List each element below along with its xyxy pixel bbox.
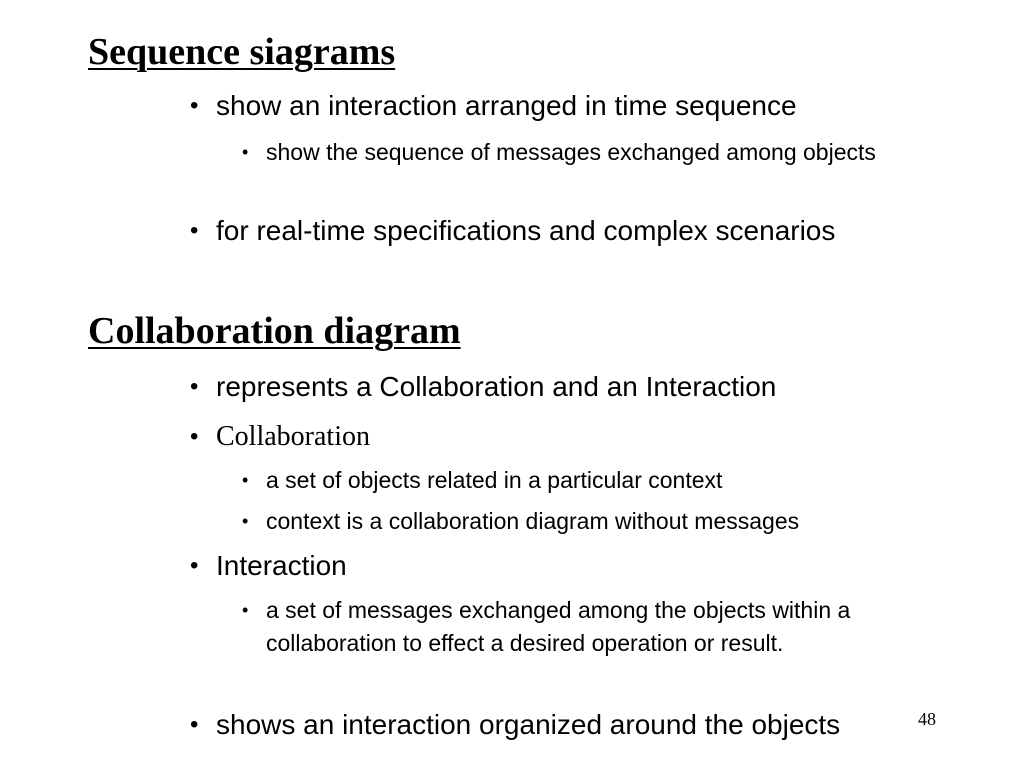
bullet-icon: •	[242, 470, 249, 490]
bullet-text: a set of messages exchanged among the ob…	[266, 597, 851, 656]
bullet-icon: •	[242, 142, 249, 162]
bullet-text: Collaboration	[216, 421, 370, 452]
bullet-represents: • represents a Collaboration and an Inte…	[190, 368, 930, 406]
heading-sequence-diagrams: Sequence siagrams	[88, 31, 396, 73]
bullet-icon: •	[190, 552, 199, 579]
bullet-interaction: • Interaction	[190, 547, 930, 585]
bullet-text: show the sequence of messages exchanged …	[266, 139, 876, 165]
bullet-icon: •	[190, 711, 199, 738]
bullet-text: shows an interaction organized around th…	[216, 709, 841, 740]
bullet-collaboration: • Collaboration	[190, 418, 930, 456]
bullet-text: context is a collaboration diagram witho…	[266, 508, 800, 534]
bullet-icon: •	[242, 600, 249, 620]
bullet-text: a set of objects related in a particular…	[266, 467, 723, 493]
bullet-text: show an interaction arranged in time seq…	[216, 90, 797, 121]
bullet-time-sequence: • show an interaction arranged in time s…	[190, 87, 930, 125]
bullet-icon: •	[190, 423, 199, 450]
bullet-text: for real-time specifications and complex…	[216, 215, 836, 246]
bullet-real-time: • for real-time specifications and compl…	[190, 212, 870, 250]
bullet-organized-around-objects: • shows an interaction organized around …	[190, 706, 880, 744]
bullet-icon: •	[190, 373, 199, 400]
bullet-text: Interaction	[216, 550, 347, 581]
subbullet-set-of-messages: • a set of messages exchanged among the …	[242, 594, 937, 660]
bullet-icon: •	[190, 92, 199, 119]
bullet-icon: •	[242, 511, 249, 531]
heading-collaboration-diagram: Collaboration diagram	[88, 310, 461, 352]
bullet-text: represents a Collaboration and an Intera…	[216, 371, 777, 402]
subbullet-messages-exchanged: • show the sequence of messages exchange…	[242, 136, 932, 169]
subbullet-set-of-objects: • a set of objects related in a particul…	[242, 464, 942, 497]
page-number: 48	[918, 709, 936, 729]
bullet-icon: •	[190, 217, 199, 244]
subbullet-context: • context is a collaboration diagram wit…	[242, 505, 942, 538]
